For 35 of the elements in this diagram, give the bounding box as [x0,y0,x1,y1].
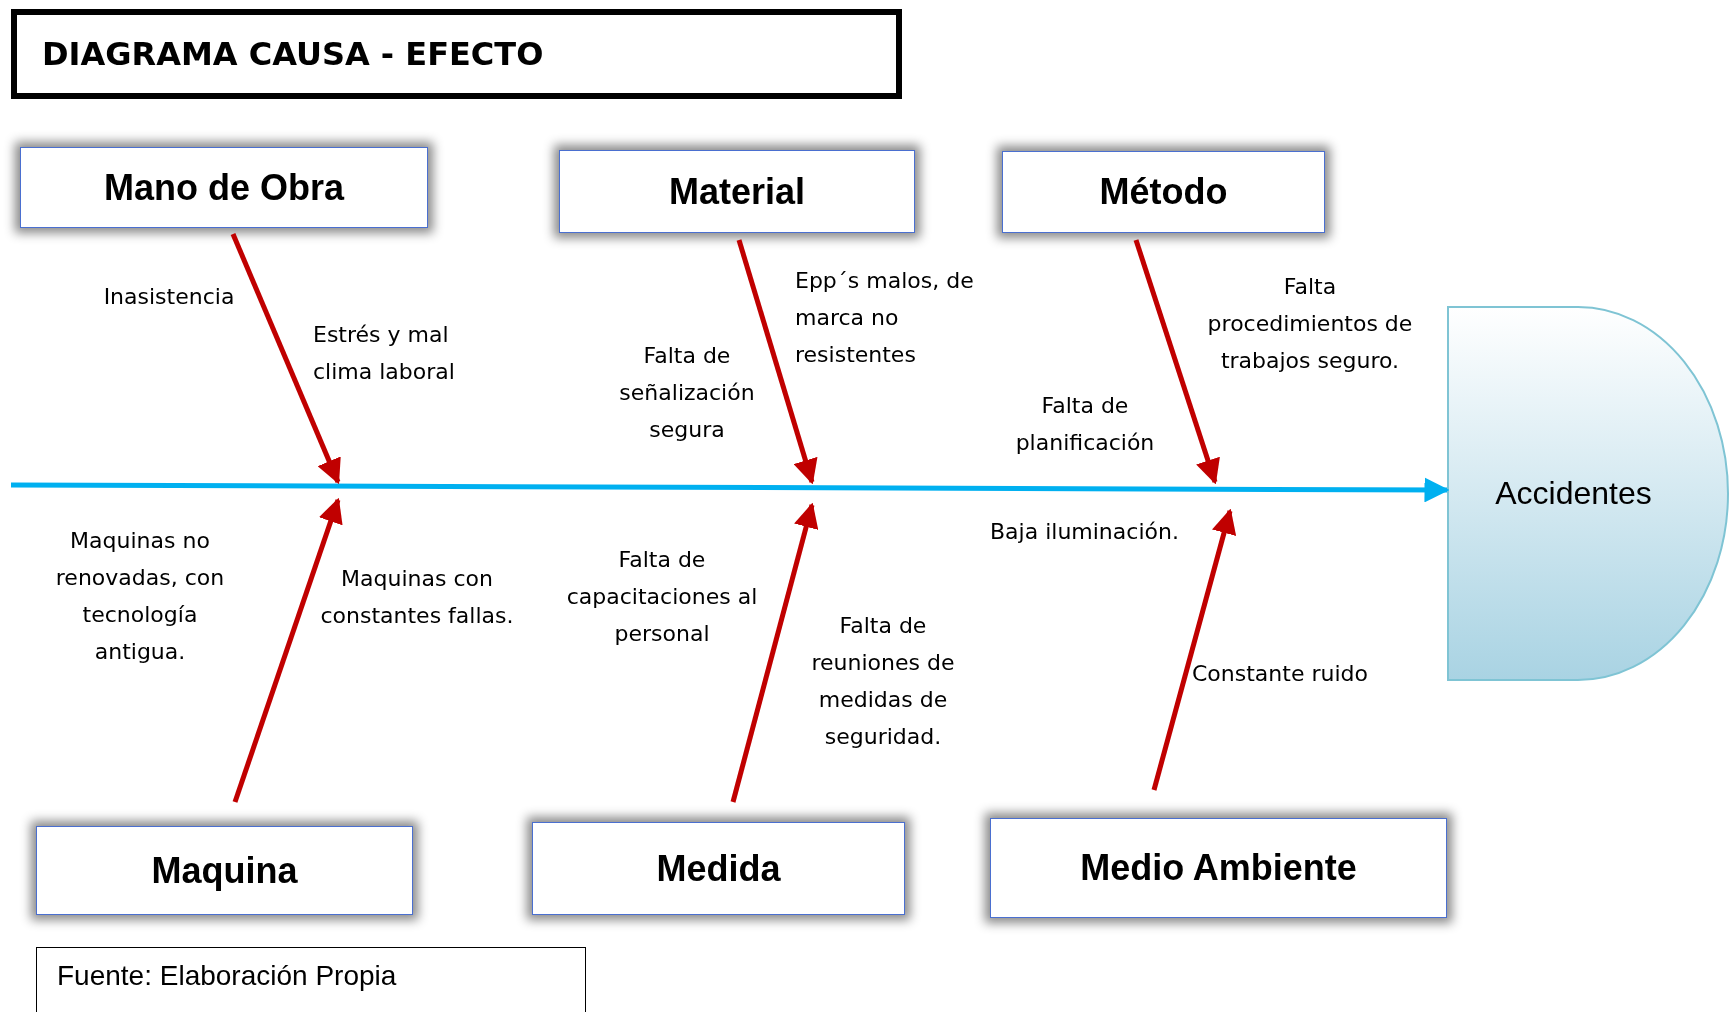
cause-text: Falta de planificación [1014,392,1156,457]
cause-text: Baja iluminación. [990,517,1179,546]
cause-text: Estrés y mal clima laboral [313,321,456,386]
cause-text: Epp´s malos, de marca no resistentes [795,266,975,369]
cause-arrow [232,497,343,803]
category-label: Medida [656,847,781,890]
category-label: Material [668,170,806,213]
category-box [36,826,413,915]
cause-text: Constante ruido [1192,659,1368,688]
cause-arrow [1133,239,1220,485]
category-box [559,150,915,233]
category-box [1002,151,1325,233]
caption: Fuente: Elaboración Propia [57,960,397,991]
category-label: Método [1099,171,1228,213]
category-label: Maquina [151,849,298,892]
category-label: Medio Ambiente [1080,847,1357,889]
cause-text: Maquinas con constantes fallas. [319,565,515,630]
effect-shape [1447,306,1730,681]
cause-arrow [230,233,341,485]
cause-text: Falta de señalización segura [618,341,756,444]
category-box [990,818,1447,918]
cause-text: Maquinas no renovadas, con tecnología antigua. [54,527,226,666]
cause-text: Inasistencia [103,282,235,311]
cause-text: Falta procedimientos de trabajos seguro. [1207,272,1413,375]
category-box [20,147,428,228]
effect-label: Accidentes [1495,475,1652,512]
category-box [532,822,905,915]
cause-text: Falta de capacitaciones al personal [565,545,759,648]
category-label: Mano de Obra [104,166,344,209]
title: DIAGRAMA CAUSA - EFECTO [42,35,544,73]
spine-arrow [11,477,1450,503]
cause-arrow [1151,508,1237,791]
cause-text: Falta de reuniones de medidas de seguridad. [810,612,956,751]
cause-arrow [736,239,818,485]
cause-arrow [730,502,819,803]
